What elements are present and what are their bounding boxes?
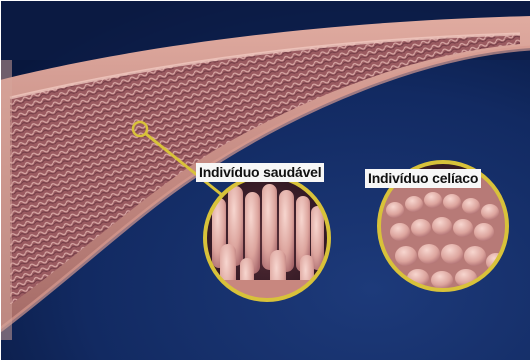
healthy-individual-label: Indivíduo saudável xyxy=(196,163,324,182)
celiac-individual-label: Indivíduo celíaco xyxy=(365,169,481,188)
